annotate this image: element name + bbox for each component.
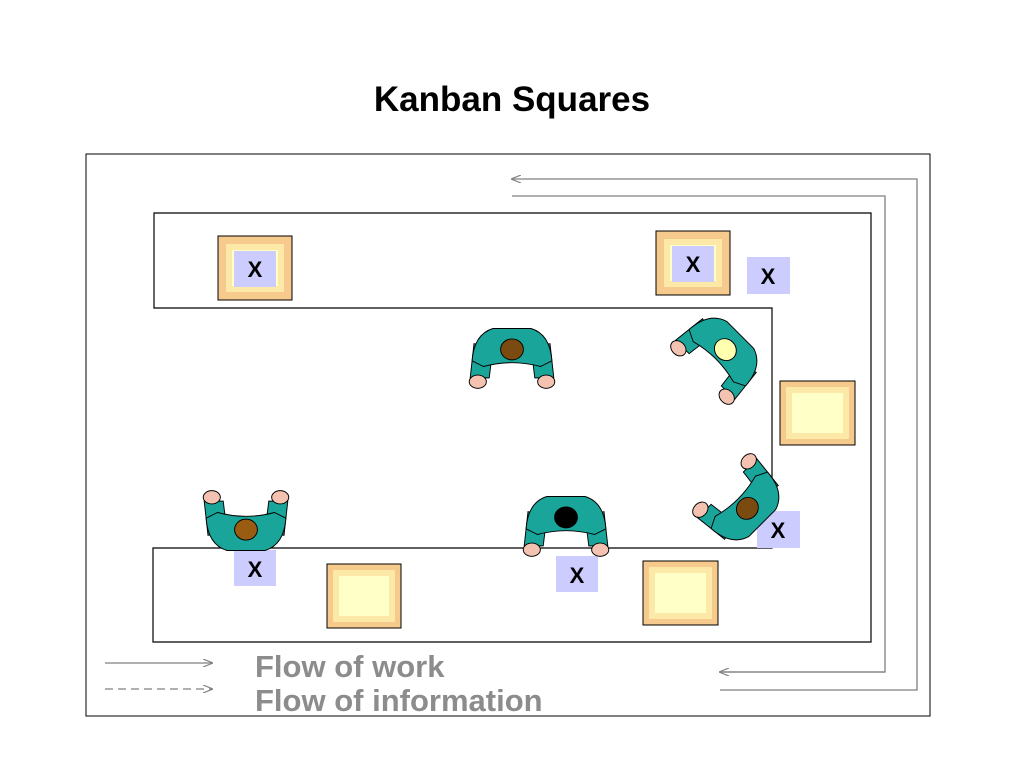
legend-work-label: Flow of work: [255, 649, 445, 684]
svg-text:X: X: [761, 264, 776, 289]
svg-text:X: X: [771, 518, 786, 543]
kanban-marker-bottom-left: X: [234, 550, 276, 586]
kanban-square-right: [779, 380, 856, 446]
page-title: Kanban Squares: [373, 80, 651, 119]
information-flow-lines: [512, 179, 918, 691]
svg-text:X: X: [686, 252, 701, 277]
svg-text:X: X: [570, 563, 585, 588]
kanban-marker-bottom-middle: X: [556, 556, 598, 592]
worker-top-right-icon: [667, 304, 771, 408]
worker-bottom-left-icon: [202, 490, 290, 551]
legend: Flow of work Flow of information: [105, 649, 543, 718]
svg-text:X: X: [248, 257, 263, 282]
kanban-marker-top-right-waiting: X: [747, 257, 790, 294]
kanban-marker-right: X: [757, 511, 800, 548]
kanban-marker-top-right: X: [672, 246, 714, 282]
outer-frame: [85, 153, 931, 717]
svg-text:X: X: [248, 557, 263, 582]
kanban-marker-top-left: X: [234, 251, 276, 287]
worker-top-middle-icon: [468, 328, 556, 389]
worker-bottom-right-icon: [689, 450, 793, 554]
worker-bottom-middle-icon: [522, 496, 610, 557]
legend-information-label: Flow of information: [255, 683, 543, 718]
kanban-square-bottom-right: [642, 560, 719, 626]
kanban-square-bottom-left: [326, 563, 402, 629]
